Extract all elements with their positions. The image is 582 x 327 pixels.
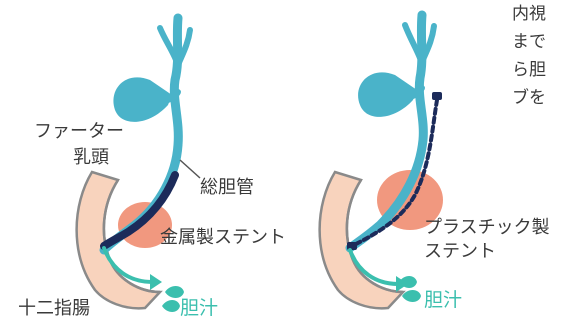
plastic-stent-label-line2: ステント (424, 242, 496, 262)
paragraph-line: まで (512, 28, 582, 56)
papilla-label-line2: 乳頭 (73, 148, 109, 168)
paragraph-line: ブを (512, 84, 582, 112)
left-bile-label: 胆汁 (180, 298, 218, 319)
right-gallbladder (358, 72, 417, 117)
left-cbd-leader (180, 160, 200, 178)
description-paragraph: 内視 まで ら胆 ブを (512, 0, 582, 112)
common-bile-duct-label: 総胆管 (200, 178, 254, 198)
metal-stent-label: 金属製ステント (160, 228, 286, 248)
right-bile-label: 胆汁 (424, 290, 462, 311)
paragraph-line: 内視 (512, 0, 582, 28)
left-bile-drop-2 (162, 300, 180, 312)
duodenum-label: 十二指腸 (18, 299, 90, 319)
papilla-label-line1: ファーター (34, 122, 124, 142)
paragraph-line: ら胆 (512, 56, 582, 84)
left-bile-flow-arrowhead (150, 274, 162, 290)
plastic-stent-label-line1: プラスチック製 (424, 218, 550, 238)
right-stent-flap-top (432, 92, 442, 100)
left-gallbladder (113, 77, 172, 122)
right-diagram (320, 15, 443, 308)
